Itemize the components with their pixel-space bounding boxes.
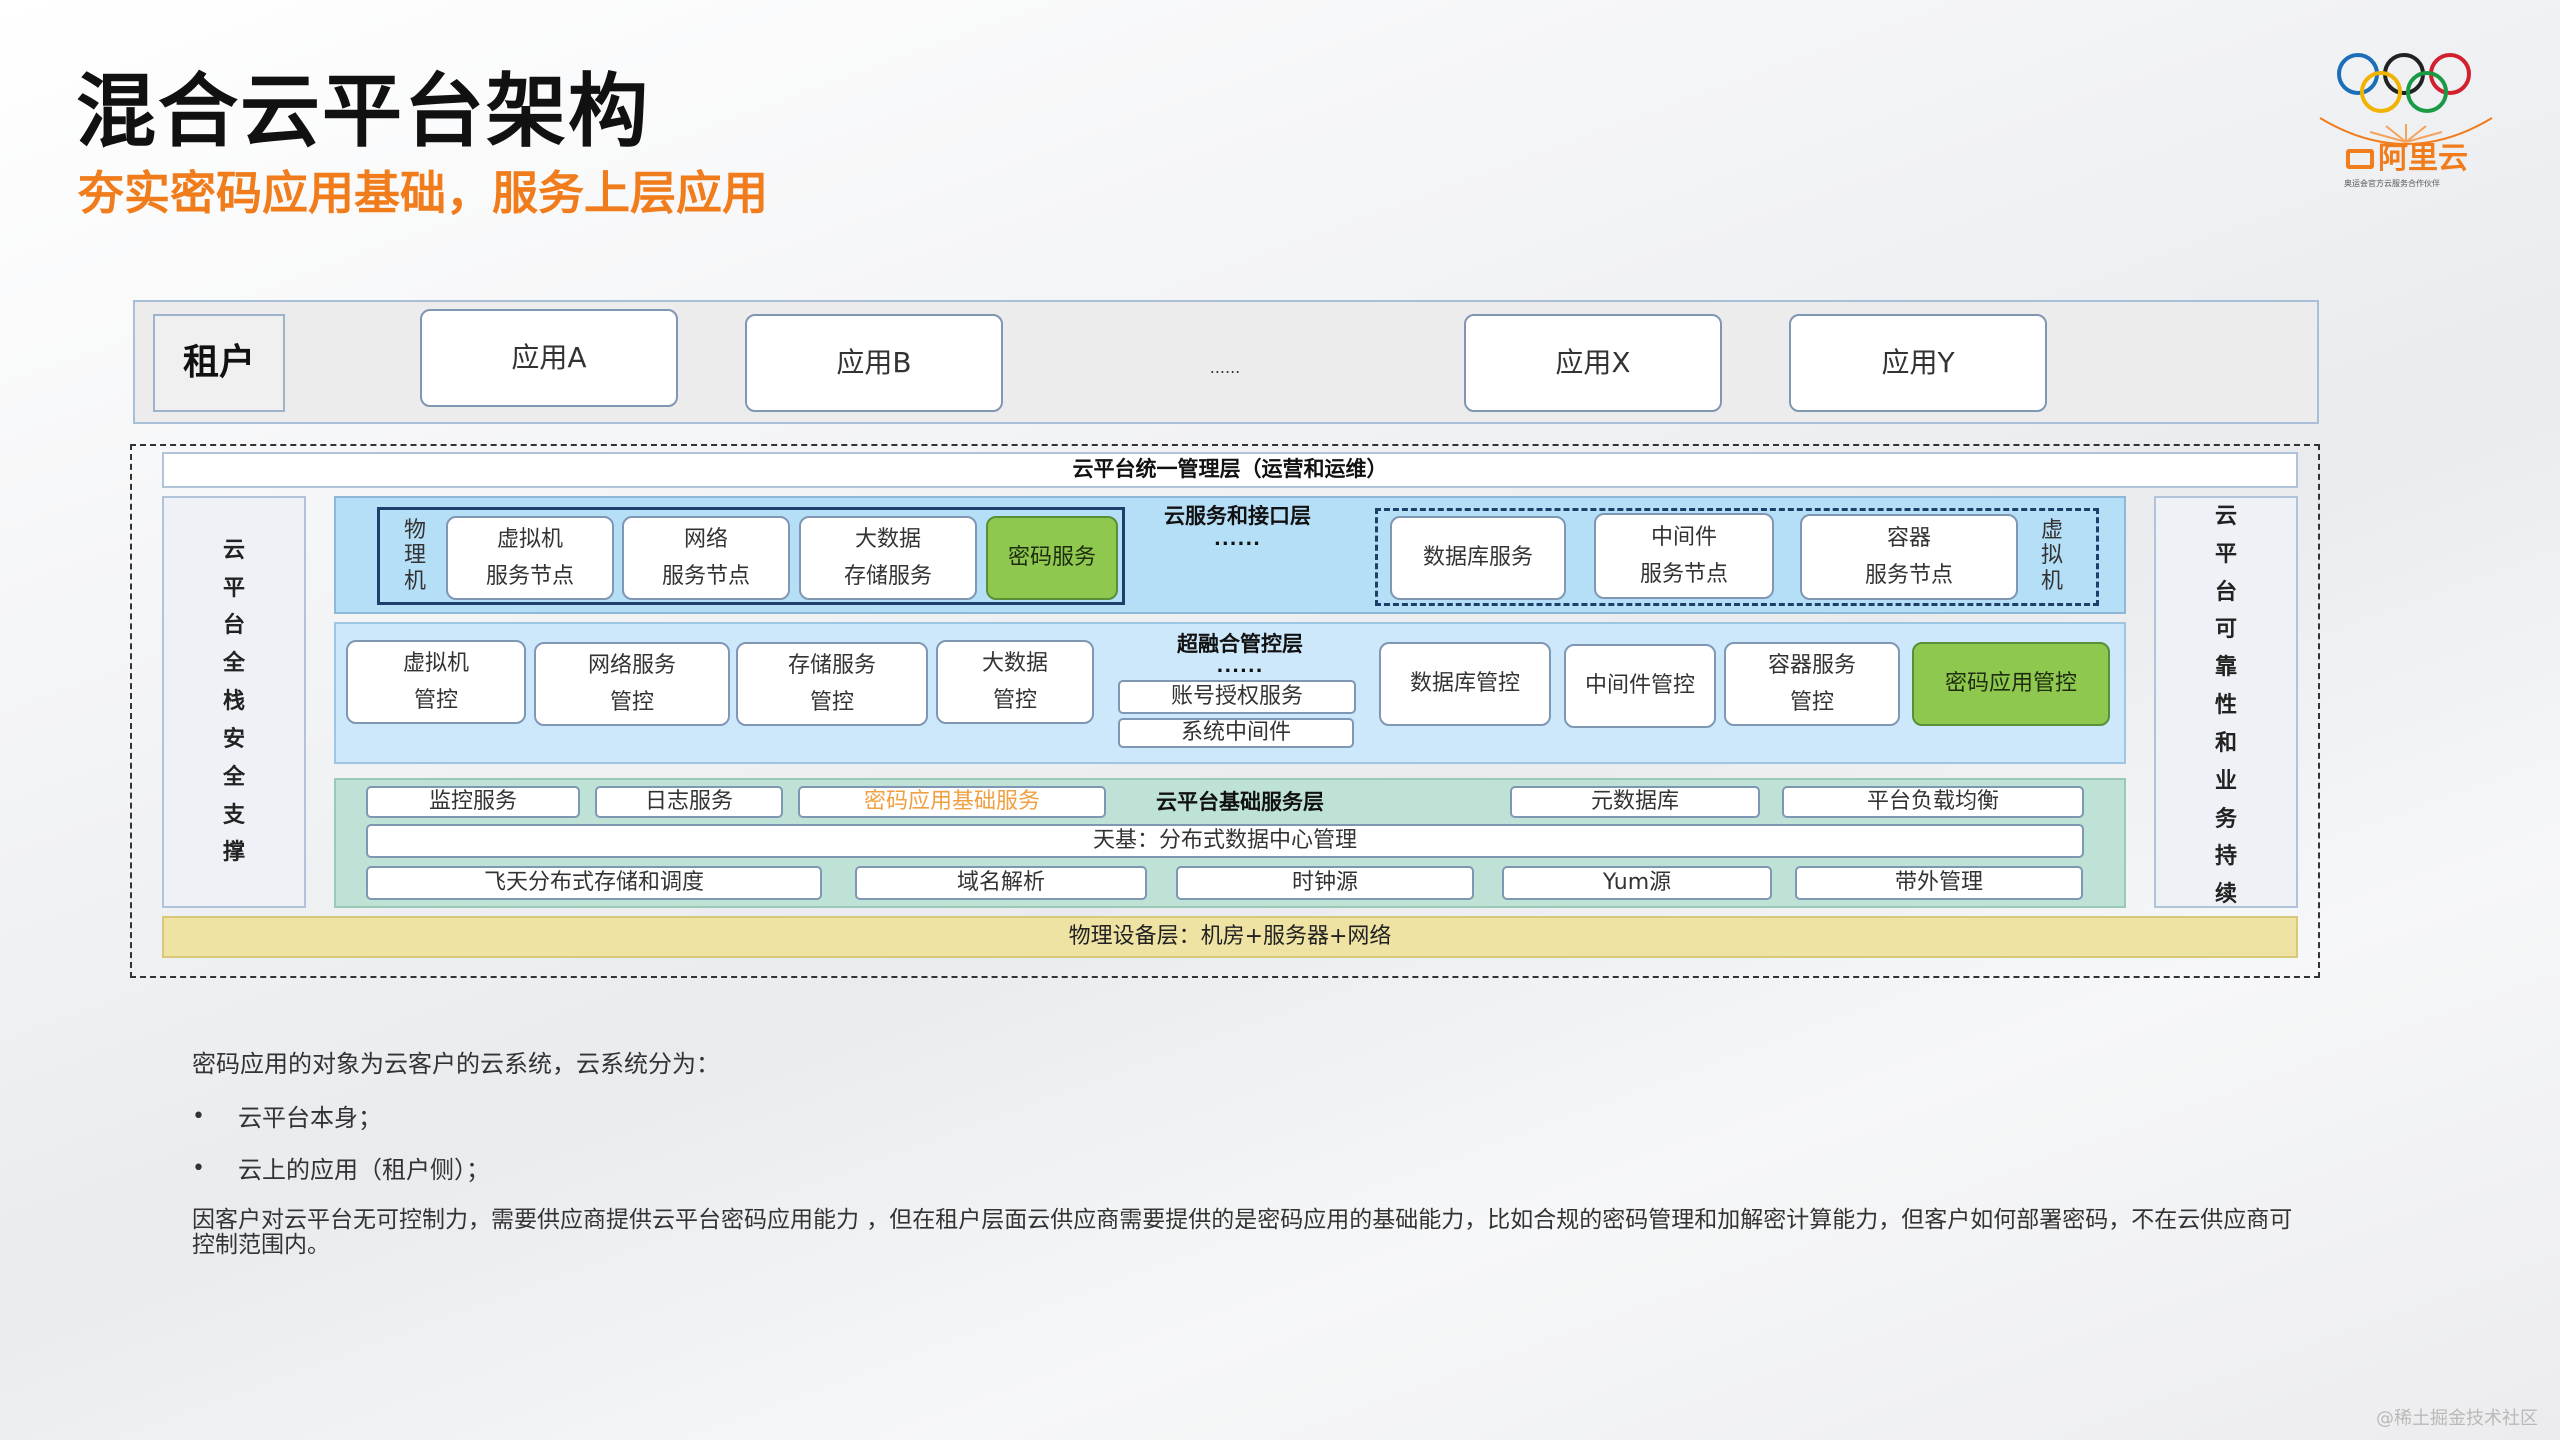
page-title: 混合云平台架构 [76, 65, 650, 158]
cloud-platform-frame [130, 444, 2320, 978]
clock-source: 时钟源 [1176, 866, 1474, 900]
logo: 阿里云 奥运会官方云服务合作伙伴 [2316, 46, 2496, 196]
logo-caption: 奥运会官方云服务合作伙伴 [2344, 179, 2440, 188]
app-x: 应用X [1464, 314, 1722, 412]
app-b: 应用B [745, 314, 1003, 412]
middleware-service-node: 中间件 服务节点 [1594, 513, 1774, 599]
database-service: 数据库服务 [1390, 516, 1566, 600]
management-layer: 云平台统一管理层（运营和运维） [162, 452, 2298, 488]
network-service-node: 网络 服务节点 [622, 516, 790, 600]
feitian-storage-scheduling: 飞天分布式存储和调度 [366, 866, 822, 900]
olympic-rings-icon [2337, 53, 2471, 113]
page-subtitle: 夯实密码应用基础，服务上层应用 [78, 166, 768, 220]
yum-source: Yum源 [1502, 866, 1772, 900]
physical-machine-group [377, 507, 1125, 605]
container-service-control: 容器服务 管控 [1724, 642, 1900, 726]
middleware-control: 中间件管控 [1564, 644, 1716, 728]
log-service: 日志服务 [595, 786, 783, 818]
storage-service-control: 存储服务 管控 [736, 642, 928, 726]
app-y: 应用Y [1789, 314, 2047, 412]
app-a: 应用A [420, 309, 678, 407]
system-middleware: 系统中间件 [1118, 718, 1354, 748]
watermark: @稀土掘金技术社区 [2376, 1408, 2538, 1429]
bullet-symbol: • [192, 1104, 205, 1129]
aliyun-logo-mark: 阿里云 [2346, 144, 2468, 174]
control-layer-dots: ...... [1216, 656, 1264, 677]
crypto-service: 密码服务 [986, 516, 1118, 600]
aliyun-bracket-icon [2346, 149, 2374, 169]
sunburst-icon [2319, 117, 2493, 145]
vm-control: 虚拟机 管控 [346, 640, 526, 724]
crypto-application-control: 密码应用管控 [1912, 642, 2110, 726]
service-layer-title: 云服务和接口层 [1164, 504, 1311, 529]
logo-text: 阿里云 [2378, 141, 2468, 176]
service-layer-dots: ...... [1213, 529, 1262, 550]
notes-paragraph: 因客户对云平台无可控制力，需要供应商提供云平台密码应用能力 ，但在租户层面云供应… [192, 1207, 2293, 1258]
vm-service-node: 虚拟机 服务节点 [446, 516, 614, 600]
notes-bullet-2: 云上的应用（租户侧）； [238, 1156, 490, 1184]
control-layer-title: 超融合管控层 [1177, 632, 1303, 657]
bullet-symbol: • [192, 1156, 205, 1181]
right-support-column: 云 平 台 可 靠 性 和 业 务 持 续 性 [2154, 496, 2298, 945]
virtual-machine-label: 虚 拟 机 [2040, 518, 2063, 594]
physical-equipment-layer: 物理设备层：机房+服务器+网络 [162, 916, 2298, 958]
platform-load-balancer: 平台负载均衡 [1782, 786, 2084, 818]
virtual-machine-group [1375, 508, 2099, 606]
app-ellipsis: ...... [1209, 358, 1241, 378]
database-control: 数据库管控 [1379, 642, 1551, 726]
metadata-db: 元数据库 [1510, 786, 1760, 818]
network-service-control: 网络服务 管控 [534, 642, 730, 726]
bigdata-control: 大数据 管控 [936, 640, 1094, 724]
physical-machine-label: 物 理 机 [403, 518, 426, 594]
crypto-application-base-service: 密码应用基础服务 [798, 786, 1106, 818]
notes-intro: 密码应用的对象为云客户的云系统，云系统分为： [192, 1050, 720, 1078]
notes-bullet-1: 云平台本身； [238, 1104, 382, 1132]
left-support-column: 云 平 台 全 栈 安 全 支 撑 [162, 496, 306, 908]
container-service-node: 容器 服务节点 [1800, 514, 2018, 600]
monitoring-service: 监控服务 [366, 786, 580, 818]
account-auth-service: 账号授权服务 [1118, 680, 1356, 714]
dns-resolution: 域名解析 [855, 866, 1147, 900]
tianji-dc-management: 天基：分布式数据中心管理 [366, 824, 2084, 858]
tenant-label: 租户 [153, 314, 285, 412]
base-layer-title: 云平台基础服务层 [1156, 790, 1324, 815]
out-of-band-management: 带外管理 [1795, 866, 2083, 900]
bigdata-storage-service: 大数据 存储服务 [799, 516, 977, 600]
